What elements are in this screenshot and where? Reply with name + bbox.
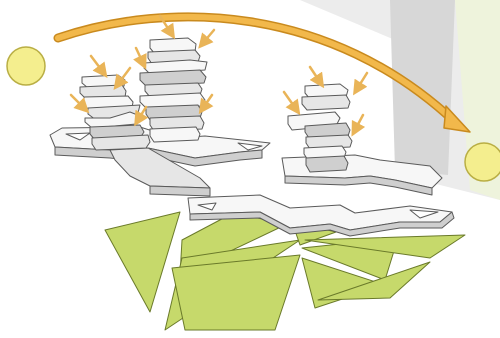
solar-ray-arrow-icon: [136, 48, 143, 63]
solar-ray-arrow-icon: [357, 73, 367, 89]
solar-ray-arrow-icon: [71, 95, 84, 108]
tower-floor: [306, 156, 348, 172]
tower-floor: [150, 127, 200, 142]
backdrop-stripe: [390, 0, 455, 175]
solar-ray-arrow-icon: [310, 67, 320, 82]
podium-ramp-side: [150, 186, 210, 196]
sun-east-icon: [7, 47, 45, 85]
solar-ray-arrow-icon: [91, 56, 103, 72]
solar-ray-arrow-icon: [284, 92, 296, 109]
tower-floor: [92, 135, 150, 150]
sun-west-icon: [465, 143, 500, 181]
tower-floor: [302, 95, 350, 110]
landscape-panel: [105, 212, 180, 312]
solar-ray-arrow-icon: [203, 30, 214, 43]
tower-b: [140, 38, 207, 142]
solar-ray-arrow-icon: [355, 115, 363, 130]
landscape-panel: [172, 255, 300, 330]
